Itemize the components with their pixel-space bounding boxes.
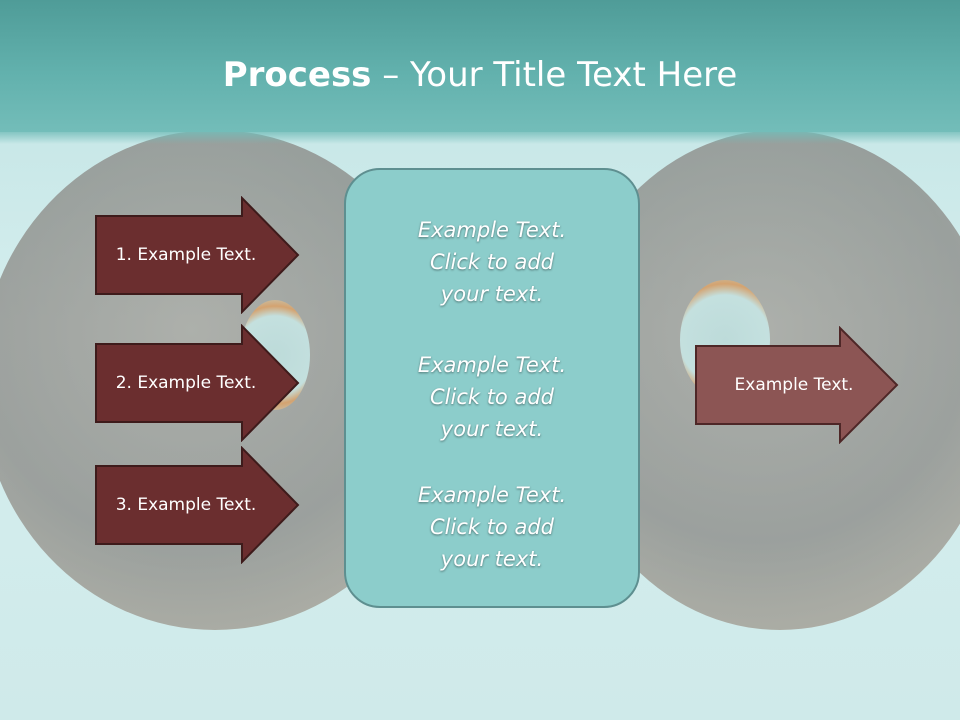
arrow-shape-2 xyxy=(95,324,300,442)
center-text-box[interactable]: Example Text. Click to add your text. Ex… xyxy=(344,168,640,608)
result-arrow[interactable]: Example Text. xyxy=(694,326,900,444)
process-arrow-3[interactable]: 3. Example Text. xyxy=(94,446,300,564)
result-arrow-label: Example Text. xyxy=(734,375,854,395)
slide-title[interactable]: Process – Your Title Text Here xyxy=(0,52,960,98)
process-arrow-2-label: 2. Example Text. xyxy=(115,373,257,393)
slide-title-rest: – Your Title Text Here xyxy=(371,55,738,95)
arrow-shape-3 xyxy=(95,446,300,564)
center-paragraph-3: Example Text. Click to add your text. xyxy=(417,483,567,571)
process-arrow-1-label: 1. Example Text. xyxy=(115,245,257,265)
center-paragraph-1: Example Text. Click to add your text. xyxy=(417,218,567,306)
process-arrow-1[interactable]: 1. Example Text. xyxy=(94,196,300,314)
result-arrow-shape xyxy=(695,326,899,444)
slide-title-bold: Process xyxy=(222,55,372,95)
process-arrow-2[interactable]: 2. Example Text. xyxy=(94,324,300,442)
process-arrow-3-label: 3. Example Text. xyxy=(115,495,257,515)
arrow-shape-1 xyxy=(95,196,300,314)
center-paragraph-2: Example Text. Click to add your text. xyxy=(417,353,567,441)
title-band xyxy=(0,0,960,144)
